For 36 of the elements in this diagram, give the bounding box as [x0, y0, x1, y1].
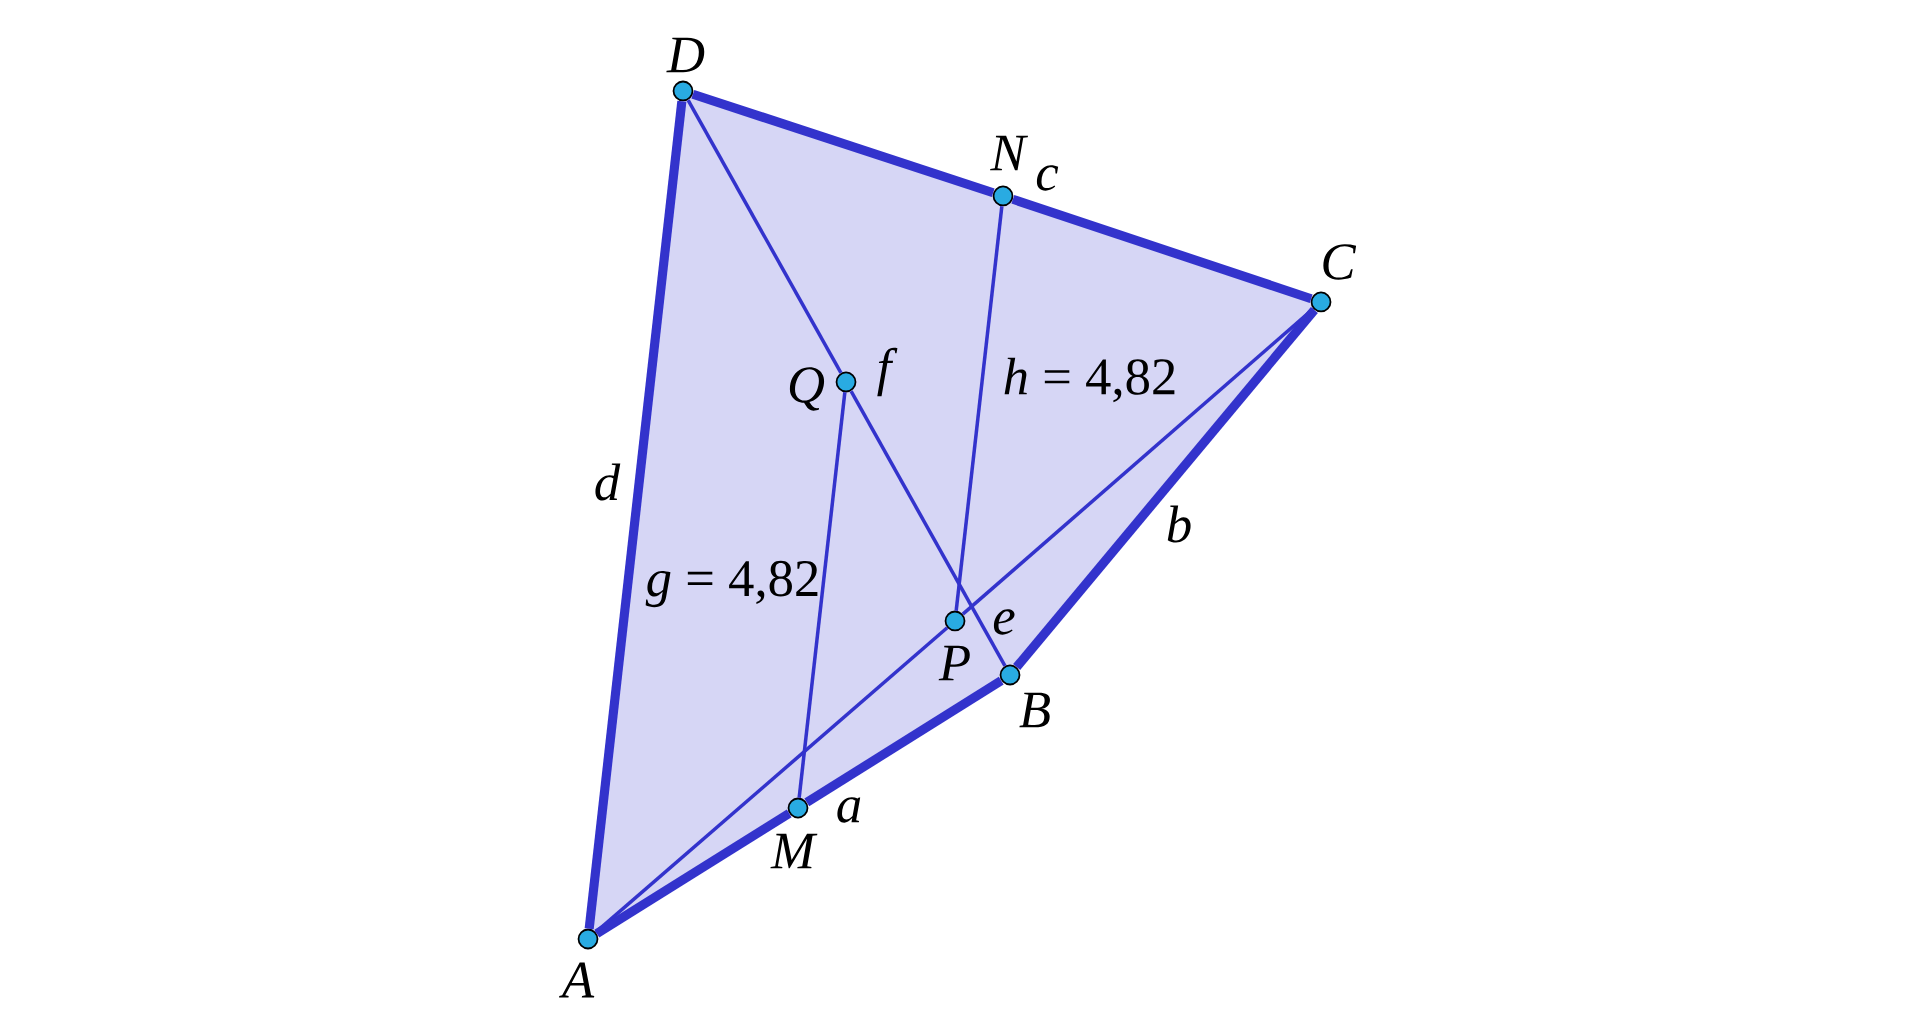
point-label: A: [559, 962, 595, 998]
line-segment: [594, 809, 792, 938]
point-marker: [672, 80, 694, 102]
segment-label: g = 4,82: [645, 560, 818, 608]
point-marker: [577, 928, 599, 950]
line-segment: [961, 307, 1315, 616]
line-segment: [954, 206, 1004, 611]
line-segment: [1011, 194, 1313, 304]
point-marker: [787, 797, 809, 819]
point-label: B: [1019, 692, 1050, 728]
line-segment: [797, 392, 847, 798]
point-label: M: [770, 833, 818, 869]
point-label: D: [666, 37, 705, 73]
point-label: P: [938, 645, 970, 681]
segment-label: c: [1036, 165, 1059, 191]
line-segment: [594, 626, 949, 934]
line-segment: [849, 390, 1007, 667]
point-label: C: [1323, 244, 1357, 280]
point-marker: [835, 371, 857, 393]
point-marker: [1310, 291, 1332, 313]
line-segment: [1013, 307, 1318, 670]
segment-label: b: [1167, 505, 1191, 543]
line-segment: [804, 676, 1004, 807]
point-marker: [944, 610, 966, 632]
segment-label: h = 4,82: [1004, 357, 1175, 403]
line-segment: [691, 89, 995, 198]
line-segment: [584, 100, 687, 930]
point-label: N: [990, 135, 1029, 171]
point-label: Q: [789, 367, 825, 411]
segment-label: f: [877, 347, 898, 397]
segment-label: e: [993, 609, 1015, 635]
line-segment: [686, 99, 843, 374]
segment-label: d: [595, 463, 621, 501]
point-marker: [999, 664, 1021, 686]
point-marker: [992, 185, 1014, 207]
segment-label: a: [837, 797, 861, 823]
